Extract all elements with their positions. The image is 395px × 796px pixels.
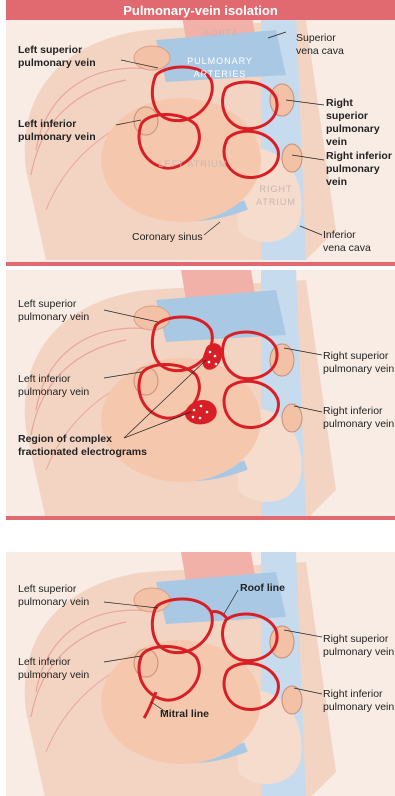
label-left-superior-pulmonary-vein-2: Left superior pulmonary vein xyxy=(18,298,89,324)
label-roof-line: Roof line xyxy=(240,582,285,595)
label-coronary-sinus: Coronary sinus xyxy=(132,231,203,244)
label-pulmonary-arteries: PULMONARY ARTERIES xyxy=(180,55,260,81)
label-right-superior-pulmonary-vein-3: Right superior pulmonary vein xyxy=(323,633,394,659)
label-right-superior-pulmonary-vein: Right superior pulmonary vein xyxy=(326,97,395,149)
label-right-inferior-pulmonary-vein-3: Right inferior pulmonary vein xyxy=(323,688,394,714)
label-right-superior-pulmonary-vein-2: Right superior pulmonary vein xyxy=(323,350,394,376)
label-aorta: AORTA xyxy=(191,27,251,40)
label-superior-vena-cava: Superior vena cava xyxy=(296,32,344,58)
divider xyxy=(6,262,395,266)
label-left-superior-pulmonary-vein-3: Left superior pulmonary vein xyxy=(18,583,89,609)
label-cfae-region: Region of complex fractionated electrogr… xyxy=(18,433,147,459)
label-right-inferior-pulmonary-vein-2: Right inferior pulmonary vein xyxy=(323,405,394,431)
figure-title: Pulmonary-vein isolation xyxy=(6,0,395,20)
label-left-inferior-pulmonary-vein-2: Left inferior pulmonary vein xyxy=(18,373,89,399)
label-left-inferior-pulmonary-vein: Left inferior pulmonary vein xyxy=(18,118,96,144)
divider xyxy=(6,516,395,520)
label-mitral-line: Mitral line xyxy=(160,708,209,721)
label-right-inferior-pulmonary-vein: Right inferior pulmonary vein xyxy=(326,150,395,189)
label-right-atrium: RIGHT ATRIUM xyxy=(246,183,306,209)
label-inferior-vena-cava: Inferior vena cava xyxy=(323,229,371,255)
label-left-atrium: LEFT ATRIUM xyxy=(148,158,238,171)
label-left-inferior-pulmonary-vein-3: Left inferior pulmonary vein xyxy=(18,656,89,682)
label-left-superior-pulmonary-vein: Left superior pulmonary vein xyxy=(18,44,96,70)
